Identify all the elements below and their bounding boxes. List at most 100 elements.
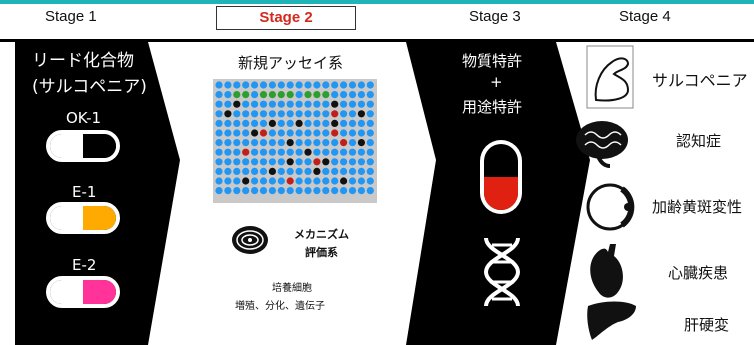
plate-well [233,139,241,147]
disease-amd: 加齢黄斑変性 [652,198,743,216]
plate-well [295,81,303,89]
plate-well [313,148,321,156]
plate-well [277,177,285,185]
plate-well [322,110,330,118]
plate-well [277,81,285,89]
plate-well [313,167,321,175]
plate-well [268,81,276,89]
plate-well [277,91,285,99]
plate-well [366,148,374,156]
plate-well [242,167,250,175]
plate-well [277,139,285,147]
plate-well [304,177,312,185]
plate-well [357,81,365,89]
plate-well [268,139,276,147]
plate-well [348,110,357,118]
plate-well [224,187,232,195]
plate-well [233,91,241,99]
plate-well [331,158,339,166]
stage2-label: Stage 2 [216,6,356,30]
plate-well [268,167,276,175]
disease-heart: 心臓疾患 [668,264,729,282]
disease-sarcopenia: サルコペニア [652,71,748,90]
plate-well [259,110,268,118]
plate-well [242,129,250,137]
plate-well [304,148,312,156]
plate-well [295,119,303,127]
plate-well [348,100,357,108]
plate-well [366,129,374,137]
plate-well [366,187,374,195]
plate-well [331,129,339,137]
plate-well [259,91,268,99]
plate-well [242,100,250,108]
plate-well [251,158,259,166]
plate-well [331,187,339,195]
plate-well [322,119,330,127]
plate-well [215,158,223,166]
plate-well [313,129,321,137]
plate-well [242,91,250,99]
plate-well [215,139,223,147]
plate-well [251,129,259,137]
plate-well [357,158,365,166]
plate-well [304,119,312,127]
plate-well [251,148,259,156]
compound-label-ok1: OK-1 [66,109,102,127]
plate-well [224,110,232,118]
plate-well [322,148,330,156]
patent-substance: 物質特許 [462,52,523,70]
plate-well [233,129,241,137]
plate-well [268,158,276,166]
plate-well [242,187,250,195]
plate-well [295,91,303,99]
plate-well [313,110,321,118]
plate-well [357,110,365,118]
plate-well [348,139,357,147]
plate-well [340,129,348,137]
header-divider [0,39,754,42]
plate-well [268,110,276,118]
plate-well [286,187,294,195]
plate-well [268,148,276,156]
plate-well [313,139,321,147]
plate-well [215,81,223,89]
plate-well [295,187,303,195]
plate-well [259,148,268,156]
plate-well [286,119,294,127]
mechanism-label: メカニズム [294,228,349,241]
plate-well [366,177,374,185]
plate-well [286,91,294,99]
plate-well [340,177,348,185]
plate-well [348,158,357,166]
plate-well [286,158,294,166]
plate-well [313,100,321,108]
plate-well [304,139,312,147]
plate-well [322,91,330,99]
plate-well [340,110,348,118]
plate-well [304,158,312,166]
plate-well [259,81,268,89]
plate-well [348,119,357,127]
well-plate [213,79,377,203]
plate-well [322,100,330,108]
plate-well [259,100,268,108]
plate-well [313,81,321,89]
plate-well [259,129,268,137]
plate-well [251,100,259,108]
stage1-panel [15,42,180,345]
plate-well [357,119,365,127]
plate-well [242,81,250,89]
plate-well [277,187,285,195]
capsule-e1 [46,202,120,234]
plate-well [286,148,294,156]
plate-well [233,148,241,156]
plate-well [331,139,339,147]
plate-well [322,139,330,147]
plate-well [295,167,303,175]
plate-well [224,148,232,156]
plate-well [357,187,365,195]
compound-label-e2: E-2 [72,256,97,274]
stage1-label: Stage 1 [45,8,97,25]
plate-well [295,100,303,108]
